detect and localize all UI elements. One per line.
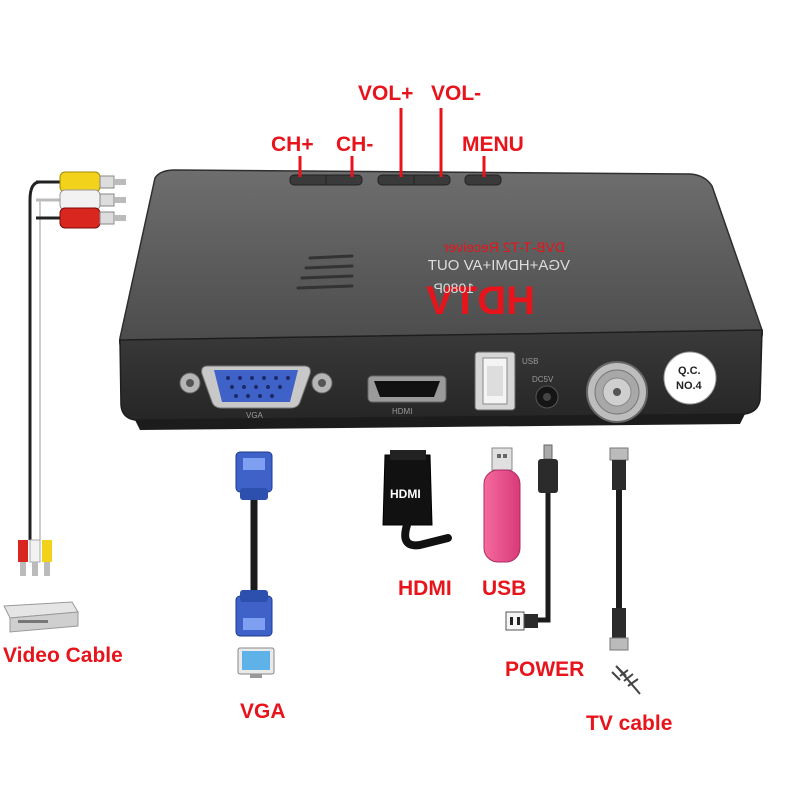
power-cable	[505, 444, 558, 631]
receiver-text: DVB-T-T2 Receiver	[443, 239, 565, 255]
device-branding: HDTV 1080P VGA+HDMI+AV OUT DVB-T-T2 Rece…	[426, 239, 570, 323]
label-usb: USB	[482, 577, 527, 600]
label-tv-cable: TV cable	[586, 712, 673, 735]
output-text: VGA+HDMI+AV OUT	[428, 257, 570, 274]
qc-line1: Q.C.	[678, 365, 701, 377]
vga-cable	[235, 451, 273, 637]
hdmi-port: HDMI	[367, 375, 447, 416]
antenna-port	[586, 361, 648, 423]
usb-stick	[483, 447, 521, 563]
vga-port-label: VGA	[246, 411, 264, 420]
label-vol-minus: VOL-	[431, 82, 482, 105]
rca-red-plug	[59, 207, 126, 229]
label-vol-plus: VOL+	[358, 82, 414, 105]
label-hdmi: HDMI	[398, 577, 452, 600]
label-menu: MENU	[462, 133, 524, 156]
vent-slots	[296, 254, 354, 290]
qc-sticker: Q.C. NO.4	[663, 351, 717, 405]
hdmi-port-label: HDMI	[392, 407, 412, 416]
label-ch-plus: CH+	[271, 133, 314, 156]
usb-port: USB	[474, 351, 538, 411]
resolution-text: 1080P	[434, 280, 474, 296]
usb-port-label: USB	[522, 357, 538, 366]
label-vga: VGA	[240, 700, 286, 723]
button-leader-lines	[298, 108, 486, 177]
qc-line2: NO.4	[676, 380, 703, 392]
tv-coax-cable	[609, 447, 629, 651]
label-ch-minus: CH-	[336, 133, 374, 156]
rca-yellow-plug	[59, 171, 126, 193]
dvd-player-icon	[3, 601, 79, 633]
av-cable	[3, 171, 126, 633]
rca-bottom-plugs	[18, 539, 52, 576]
antenna-icon	[611, 665, 641, 695]
vga-port: VGA	[179, 365, 333, 420]
hdmi-plug-logo: HDMI	[390, 487, 421, 501]
rca-white-plug	[59, 189, 126, 211]
dc-port: DC5V	[532, 375, 559, 409]
monitor-icon	[237, 647, 275, 678]
dc-port-label: DC5V	[532, 375, 554, 384]
hdmi-cable: HDMI	[382, 450, 452, 550]
brand-text: HDTV	[426, 279, 535, 323]
top-buttons	[289, 174, 502, 186]
label-power: POWER	[505, 658, 585, 681]
label-video-cable: Video Cable	[3, 644, 123, 667]
